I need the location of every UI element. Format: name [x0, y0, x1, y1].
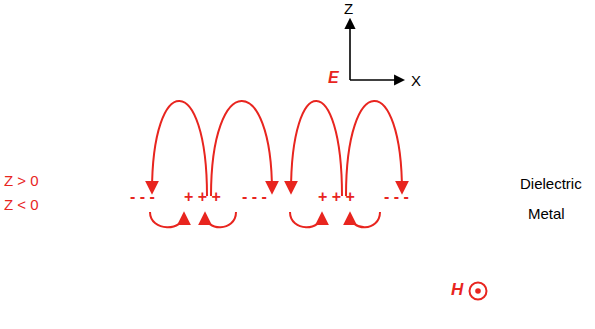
field-lines: [152, 101, 402, 196]
region-label: Z > 0: [4, 173, 39, 188]
field-label: E: [328, 70, 339, 86]
charge-label: - - -: [130, 189, 155, 205]
field-loop: [211, 101, 272, 196]
metal-shape: [0, 197, 595, 329]
out-of-page-symbol: [470, 283, 487, 300]
out-of-page-dot: [475, 288, 481, 294]
charge-label: + + +: [318, 189, 355, 205]
medium-label: Dielectric: [520, 176, 582, 191]
field-label: H: [451, 281, 463, 298]
field-loop: [152, 101, 207, 196]
metal-fill: [0, 197, 595, 329]
current-loop: [290, 212, 322, 227]
current-loop: [150, 212, 184, 227]
medium-label: Metal: [528, 206, 565, 221]
current-loop: [205, 212, 236, 227]
z-axis: [349, 20, 351, 80]
x-axis: [350, 79, 403, 81]
region-label: Z < 0: [4, 197, 39, 212]
axis-label: Z: [344, 1, 353, 16]
metal-band: Metal: [0, 197, 595, 329]
charge-label: - - -: [384, 189, 409, 205]
field-loop: [346, 101, 402, 196]
axis-label: X: [411, 73, 421, 88]
charge-label: - - -: [242, 189, 267, 205]
current-loop: [350, 212, 380, 227]
field-loop: [291, 101, 342, 196]
charge-label: + + +: [184, 189, 221, 205]
current-loops: [150, 212, 380, 227]
